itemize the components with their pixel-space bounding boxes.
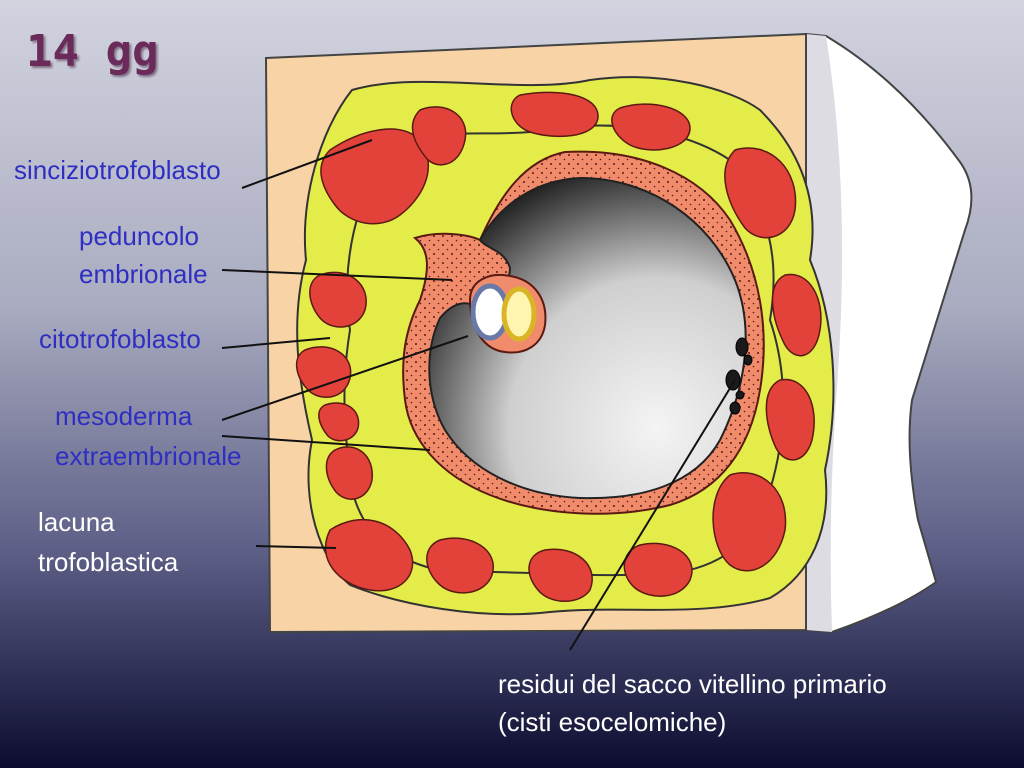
block-side-face [805,32,973,634]
chorionic-cavity [428,176,747,500]
exocoelomic-cysts [725,337,753,415]
yolk-sac [501,286,537,342]
label-citotrofoblasto: citotrofoblasto [39,324,201,354]
trophoblastic-lacunae [296,91,822,602]
label-residui-line1: residui del sacco vitellino primario [498,669,887,699]
label-residui-line2: (cisti esocelomiche) [498,707,727,737]
label-lacuna-line1: lacuna [38,507,115,537]
label-mesoderma-line2: extraembrionale [55,441,242,471]
slide-title: 14 gg [26,26,159,77]
leader-lines [221,139,736,651]
label-sinciziotrofoblasto: sinciziotrofoblasto [14,155,221,185]
label-peduncolo-line2: embrionale [79,259,208,289]
label-lacuna-line2: trofoblastica [38,547,179,577]
label-peduncolo-line1: peduncolo [79,221,199,251]
label-mesoderma-line1: mesoderma [55,401,193,431]
